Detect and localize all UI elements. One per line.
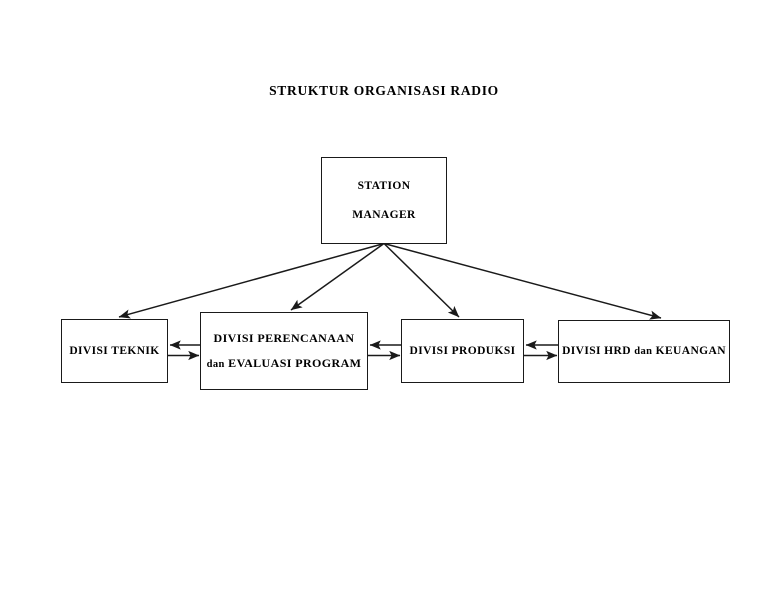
- connector-manager-to-teknik: [118, 242, 385, 319]
- node-divisi-hrd[interactable]: DIVISI HRD dan KEUANGAN: [558, 320, 730, 383]
- node-station-manager-line-2: MANAGER: [352, 208, 416, 221]
- node-divisi-perencanaan-lead-word: dan: [206, 359, 225, 371]
- node-divisi-hrd-lead-word: dan: [634, 346, 653, 358]
- connector-manager-to-hrd: [383, 242, 662, 320]
- connector-manager-to-produksi: [383, 242, 460, 318]
- node-divisi-produksi[interactable]: DIVISI PRODUKSI: [401, 319, 524, 383]
- peer-connectors: [167, 340, 559, 361]
- page-title: STRUKTUR ORGANISASI RADIO: [269, 83, 499, 98]
- node-station-manager-line-1: STATION: [357, 180, 411, 193]
- node-divisi-hrd-rest: KEUANGAN: [652, 345, 726, 358]
- node-station-manager[interactable]: STATION MANAGER: [321, 157, 447, 244]
- node-divisi-produksi-label: DIVISI PRODUKSI: [409, 344, 516, 357]
- node-divisi-perencanaan-rest: EVALUASI PROGRAM: [224, 356, 362, 371]
- connector-manager-to-perencanaan: [290, 242, 385, 311]
- hierarchy-connectors: [118, 242, 662, 320]
- node-divisi-perencanaan-line-2: dan EVALUASI PROGRAM: [207, 357, 362, 370]
- node-divisi-teknik[interactable]: DIVISI TEKNIK: [61, 319, 168, 383]
- node-divisi-perencanaan[interactable]: DIVISI PERENCANAAN dan EVALUASI PROGRAM: [200, 312, 368, 390]
- node-divisi-hrd-lead: DIVISI HRD: [562, 345, 635, 358]
- node-divisi-teknik-label: DIVISI TEKNIK: [69, 344, 160, 357]
- node-divisi-perencanaan-line-1: DIVISI PERENCANAAN: [213, 330, 355, 345]
- node-divisi-hrd-label: DIVISI HRD dan KEUANGAN: [562, 345, 726, 357]
